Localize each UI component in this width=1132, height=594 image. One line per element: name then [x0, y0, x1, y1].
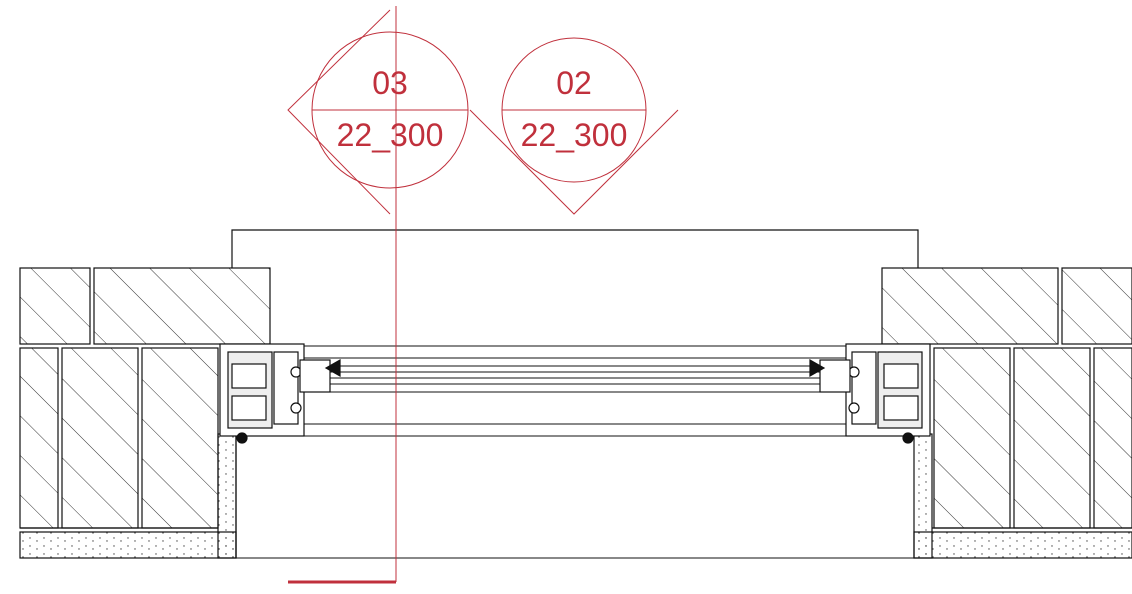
- brick: [19, 267, 91, 345]
- brick: [19, 347, 59, 529]
- section-marker-03-sheet: 22_300: [337, 117, 444, 153]
- glazing: [304, 345, 846, 437]
- insulation-right: [913, 433, 1132, 559]
- insulation-left: [19, 433, 237, 559]
- section-cut-line: [288, 6, 397, 584]
- brick: [1093, 347, 1132, 529]
- brick: [881, 267, 1059, 345]
- section-marker-02-number: 02: [556, 65, 592, 101]
- brick: [141, 347, 219, 529]
- left-frame-profile: [219, 343, 341, 444]
- right-frame-profile: [809, 343, 931, 444]
- section-marker-03: 03 22_300: [287, 9, 469, 215]
- left-wall: [19, 267, 271, 529]
- brick: [93, 267, 271, 345]
- brick: [933, 347, 1011, 529]
- right-wall: [881, 267, 1132, 529]
- lintel-outline: [231, 229, 919, 268]
- brick: [1061, 267, 1132, 345]
- brick: [1013, 347, 1091, 529]
- section-marker-02: 02 22_300: [469, 37, 679, 215]
- brick: [61, 347, 139, 529]
- section-marker-03-number: 03: [372, 65, 408, 101]
- section-marker-02-sheet: 22_300: [521, 117, 628, 153]
